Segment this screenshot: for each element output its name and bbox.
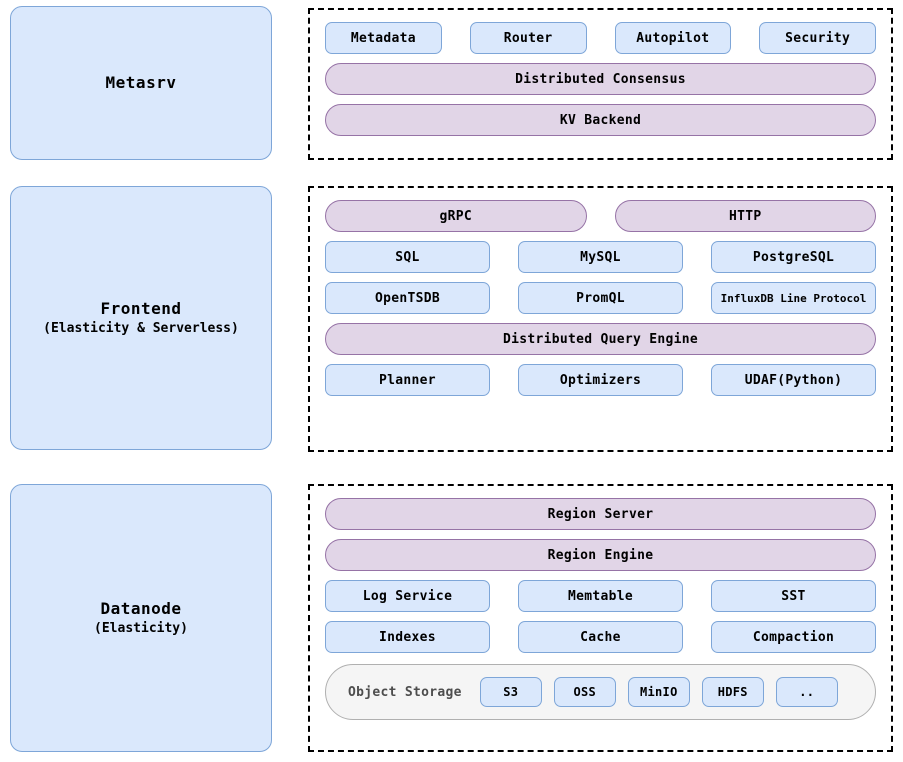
panel-row: OpenTSDB PromQL InfluxDB Line Protocol bbox=[325, 282, 876, 314]
node-distributed-query-engine[interactable]: Distributed Query Engine bbox=[325, 323, 876, 355]
node-sst[interactable]: SST bbox=[711, 580, 876, 612]
component-title-frontend: Frontend bbox=[100, 299, 182, 319]
node-autopilot[interactable]: Autopilot bbox=[614, 22, 732, 54]
node-distributed-consensus[interactable]: Distributed Consensus bbox=[325, 63, 876, 95]
node-influxdb-line-protocol[interactable]: InfluxDB Line Protocol bbox=[711, 282, 876, 314]
panel-row: SQL MySQL PostgreSQL bbox=[325, 241, 876, 273]
node-sql[interactable]: SQL bbox=[325, 241, 490, 273]
panel-row: gRPC HTTP bbox=[325, 200, 876, 232]
node-optimizers[interactable]: Optimizers bbox=[518, 364, 683, 396]
panel-row: Region Server bbox=[325, 498, 876, 530]
node-indexes[interactable]: Indexes bbox=[325, 621, 490, 653]
panel-row: Log Service Memtable SST bbox=[325, 580, 876, 612]
node-planner[interactable]: Planner bbox=[325, 364, 490, 396]
panel-row: KV Backend bbox=[325, 104, 876, 136]
node-udaf-python[interactable]: UDAF(Python) bbox=[711, 364, 876, 396]
node-s3[interactable]: S3 bbox=[479, 677, 542, 707]
node-http[interactable]: HTTP bbox=[614, 200, 876, 232]
node-hdfs[interactable]: HDFS bbox=[701, 677, 764, 707]
node-region-server[interactable]: Region Server bbox=[325, 498, 876, 530]
component-subtitle-datanode: (Elasticity) bbox=[94, 621, 188, 637]
node-memtable[interactable]: Memtable bbox=[518, 580, 683, 612]
component-card-frontend: Frontend (Elasticity & Serverless) bbox=[10, 186, 272, 450]
node-more-storage[interactable]: .. bbox=[775, 677, 838, 707]
component-subtitle-frontend: (Elasticity & Serverless) bbox=[43, 321, 239, 337]
panel-row: Metadata Router Autopilot Security bbox=[325, 22, 876, 54]
node-log-service[interactable]: Log Service bbox=[325, 580, 490, 612]
panel-row: Distributed Consensus bbox=[325, 63, 876, 95]
node-metadata[interactable]: Metadata bbox=[325, 22, 442, 54]
object-storage-group: Object Storage S3 OSS MinIO HDFS .. bbox=[325, 664, 876, 720]
node-kv-backend[interactable]: KV Backend bbox=[325, 104, 876, 136]
component-card-datanode: Datanode (Elasticity) bbox=[10, 484, 272, 752]
node-region-engine[interactable]: Region Engine bbox=[325, 539, 876, 571]
node-mysql[interactable]: MySQL bbox=[518, 241, 683, 273]
detail-panel-metasrv: Metadata Router Autopilot Security Distr… bbox=[308, 8, 893, 160]
node-postgresql[interactable]: PostgreSQL bbox=[711, 241, 876, 273]
node-security[interactable]: Security bbox=[759, 22, 876, 54]
detail-panel-datanode: Region Server Region Engine Log Service … bbox=[308, 484, 893, 752]
node-promql[interactable]: PromQL bbox=[518, 282, 683, 314]
node-grpc[interactable]: gRPC bbox=[325, 200, 587, 232]
panel-row: Distributed Query Engine bbox=[325, 323, 876, 355]
panel-row: Indexes Cache Compaction bbox=[325, 621, 876, 653]
panel-row: Region Engine bbox=[325, 539, 876, 571]
component-card-metasrv: Metasrv bbox=[10, 6, 272, 160]
node-minio[interactable]: MinIO bbox=[627, 677, 690, 707]
panel-row: Planner Optimizers UDAF(Python) bbox=[325, 364, 876, 396]
component-title-metasrv: Metasrv bbox=[105, 73, 177, 93]
node-oss[interactable]: OSS bbox=[553, 677, 616, 707]
node-cache[interactable]: Cache bbox=[518, 621, 683, 653]
node-opentsdb[interactable]: OpenTSDB bbox=[325, 282, 490, 314]
detail-panel-frontend: gRPC HTTP SQL MySQL PostgreSQL OpenTSDB … bbox=[308, 186, 893, 452]
node-router[interactable]: Router bbox=[469, 22, 587, 54]
component-title-datanode: Datanode bbox=[100, 599, 182, 619]
node-compaction[interactable]: Compaction bbox=[711, 621, 876, 653]
object-storage-label: Object Storage bbox=[348, 684, 462, 700]
